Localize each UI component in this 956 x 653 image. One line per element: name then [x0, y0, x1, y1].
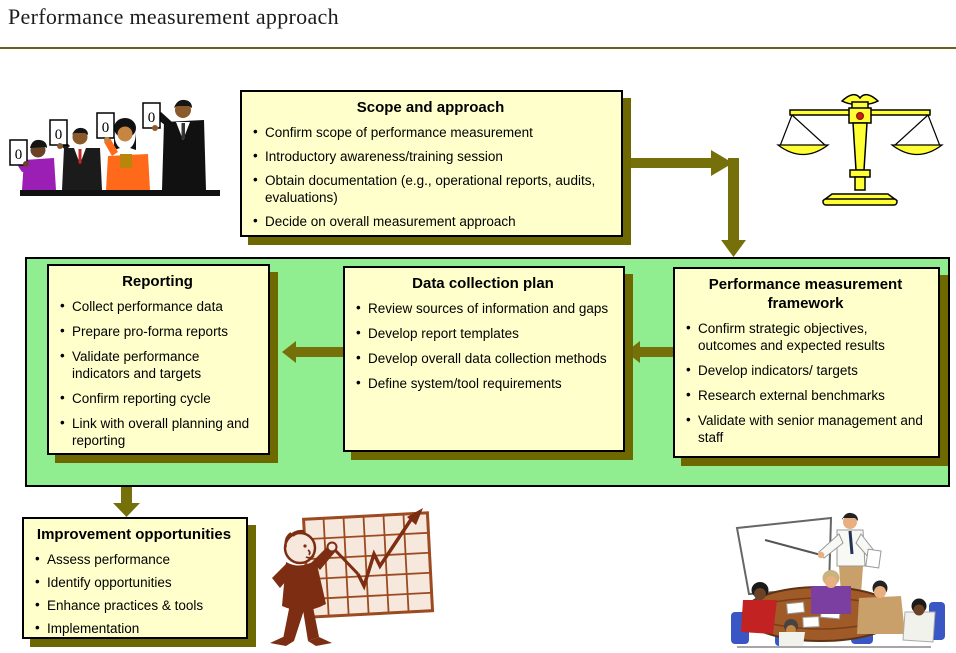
page-title: Performance measurement approach [8, 4, 339, 29]
title-rule [0, 47, 956, 49]
data-collection-plan-box: Data collection plan Review sources of i… [343, 266, 625, 452]
trend-line [356, 508, 423, 591]
bullet-item: Confirm scope of performance measurement [250, 123, 611, 141]
arrow-down-to-framework [721, 158, 746, 257]
pointer-stick [764, 539, 822, 556]
chart-presenter-clipart [270, 508, 435, 646]
bullet-item: Develop indicators/ targets [683, 361, 928, 379]
grid-chart [301, 511, 435, 619]
box-title: Reporting [122, 273, 193, 290]
box-title: Data collection plan [412, 275, 554, 292]
judge-figure: 0 [49, 119, 102, 190]
box-title: Performance measurement framework [708, 276, 903, 312]
performance-measurement-framework-box: Performance measurement framework Confir… [673, 267, 940, 458]
bullet-item: Identify opportunities [32, 573, 236, 591]
arrow-reporting-to-improvement [113, 487, 140, 517]
scale-ornament [856, 112, 864, 120]
box-title: Scope and approach [356, 99, 505, 116]
bullet-list: Confirm strategic objectives, outcomes a… [683, 319, 928, 446]
team-meeting-clipart [731, 512, 945, 648]
bullet-item: Validate performance indicators and targ… [57, 347, 258, 382]
bullet-item: Collect performance data [57, 297, 258, 315]
arrow-scope-right [622, 150, 733, 176]
bullet-item: Implementation [32, 619, 236, 637]
bullet-item: Prepare pro-forma reports [57, 322, 258, 340]
judge-figure: 0 [9, 139, 56, 190]
scorecard-value: 0 [15, 147, 23, 163]
scale-column [821, 122, 899, 206]
bullet-item: Develop overall data collection methods [353, 349, 613, 367]
scorecard-value: 0 [55, 127, 63, 143]
scorecard-judges-clipart: 0 0 0 [9, 99, 220, 196]
bullet-item: Obtain documentation (e.g., operational … [250, 171, 611, 206]
bullet-item: Enhance practices & tools [32, 596, 236, 614]
seated-attendees [737, 570, 936, 648]
bullet-item: Confirm reporting cycle [57, 389, 258, 407]
scorecard-value: 0 [148, 110, 156, 126]
bullet-item: Assess performance [32, 550, 236, 568]
scope-and-approach-box: Scope and approach Confirm scope of perf… [240, 90, 623, 237]
bullet-item: Confirm strategic objectives, outcomes a… [683, 319, 928, 354]
bullet-list: Confirm scope of performance measurement… [250, 123, 611, 230]
bullet-item: Research external benchmarks [683, 386, 928, 404]
bullet-list: Assess performance Identify opportunitie… [32, 550, 236, 637]
judge-figure: 0 [96, 112, 150, 190]
scale-pans [776, 114, 944, 156]
bullet-list: Collect performance data Prepare pro-for… [57, 297, 258, 449]
improvement-opportunities-box: Improvement opportunities Assess perform… [22, 517, 248, 639]
bullet-item: Define system/tool requirements [353, 374, 613, 392]
judge-bench [20, 190, 220, 196]
bullet-item: Decide on overall measurement approach [250, 212, 611, 230]
scorecard-value: 0 [102, 120, 110, 136]
drawing-man [270, 529, 360, 646]
whiteboard [735, 516, 833, 596]
reporting-box: Reporting Collect performance data Prepa… [47, 264, 270, 455]
bullet-item: Validate with senior management and staf… [683, 411, 928, 446]
bullet-item: Link with overall planning and reporting [57, 414, 258, 449]
bullet-list: Review sources of information and gaps D… [353, 299, 613, 392]
box-title: Improvement opportunities [36, 526, 232, 543]
bullet-item: Develop report templates [353, 324, 613, 342]
bullet-item: Review sources of information and gaps [353, 299, 613, 317]
balance-scales-clipart [776, 93, 944, 206]
judge-figure: 0 [142, 99, 206, 190]
bullet-item: Introductory awareness/training session [250, 147, 611, 165]
